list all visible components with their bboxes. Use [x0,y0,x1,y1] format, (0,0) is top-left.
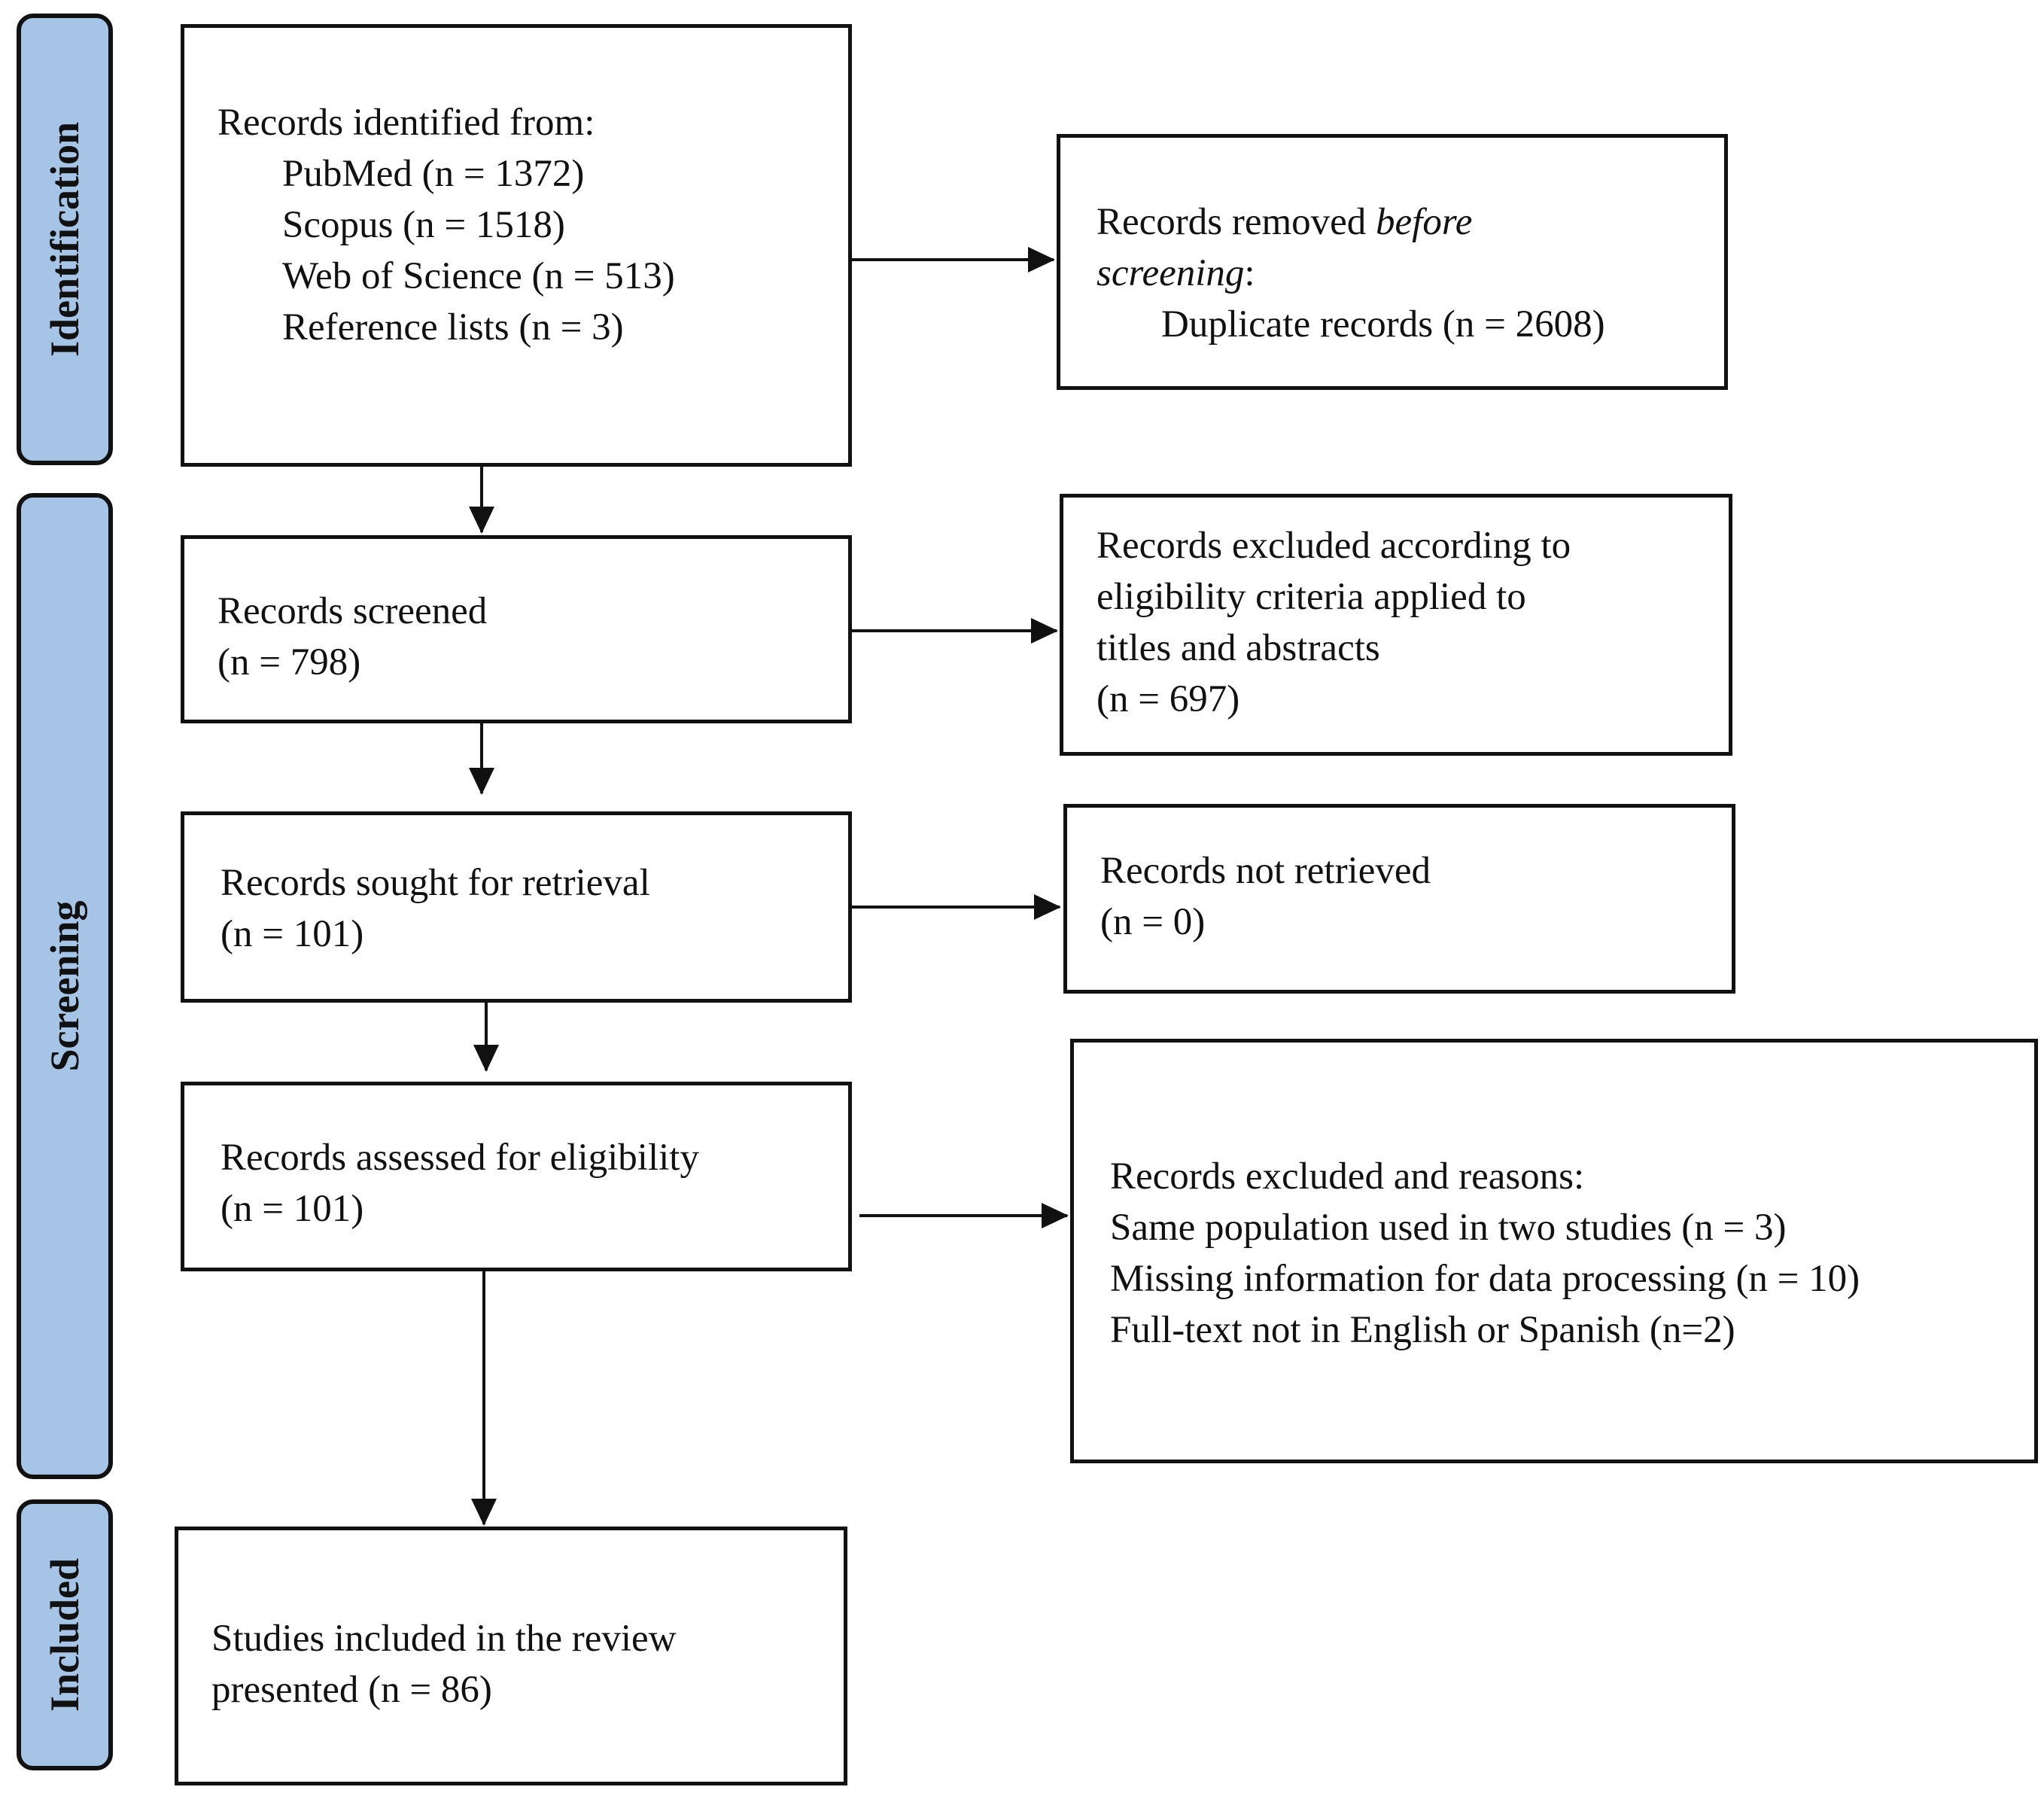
removed-line-2: screening: [1097,248,1724,299]
phase-included: Included [17,1499,113,1770]
records-identified-heading: Records identified from: [217,102,595,144]
excluded-ta-count: (n = 697) [1097,678,1240,720]
source-reference-lists: Reference lists (n = 3) [282,306,624,349]
records-sought-label: Records sought for retrieval [221,862,650,904]
records-not-retrieved-label: Records not retrieved [1100,850,1431,892]
removed-line-1: Records removed before [1097,196,1724,248]
records-not-retrieved-box: Records not retrieved (n = 0) [1063,804,1735,994]
excluded-ta-line-2: eligibility criteria applied to [1097,576,1526,618]
source-web-of-science: Web of Science (n = 513) [282,255,675,297]
records-sought-count: (n = 101) [221,913,364,955]
phase-identification: Identification [17,14,113,465]
records-screened-box: Records screened (n = 798) [181,535,852,723]
removed-colon: : [1244,252,1255,294]
excluded-reasons-heading: Records excluded and reasons: [1110,1155,1585,1198]
source-pubmed: PubMed (n = 1372) [282,153,585,195]
phase-screening: Screening [17,493,113,1479]
records-not-retrieved-count: (n = 0) [1100,901,1206,943]
source-scopus: Scopus (n = 1518) [282,204,565,246]
records-excluded-ta-box: Records excluded according to eligibilit… [1060,494,1732,756]
removed-screening-italic: screening [1097,252,1245,294]
studies-included-label: Studies included in the review [211,1618,677,1660]
records-excluded-reasons-box: Records excluded and reasons: Same popul… [1070,1039,2038,1463]
duplicate-records: Duplicate records (n = 2608) [1161,303,1605,346]
records-screened-label: Records screened [217,590,488,632]
records-screened-count: (n = 798) [217,641,361,683]
removed-before-italic: before [1376,201,1473,243]
records-removed-box: Records removed before screening: Duplic… [1057,134,1728,390]
records-assessed-label: Records assessed for eligibility [221,1137,699,1179]
excluded-ta-line-3: titles and abstracts [1097,627,1380,669]
exclusion-reason-same-population: Same population used in two studies (n =… [1110,1207,1787,1249]
records-identified-box: Records identified from: PubMed (n = 137… [181,24,852,467]
records-assessed-count: (n = 101) [221,1188,364,1230]
records-assessed-box: Records assessed for eligibility (n = 10… [181,1082,852,1271]
exclusion-reason-language: Full-text not in English or Spanish (n=2… [1110,1309,1735,1351]
studies-included-count: presented (n = 86) [211,1669,492,1711]
studies-included-box: Studies included in the review presented… [175,1527,847,1785]
excluded-ta-line-1: Records excluded according to [1097,525,1571,567]
removed-label: Records removed [1097,201,1376,243]
records-sought-box: Records sought for retrieval (n = 101) [181,811,852,1003]
exclusion-reason-missing-information: Missing information for data processing … [1110,1258,1860,1300]
